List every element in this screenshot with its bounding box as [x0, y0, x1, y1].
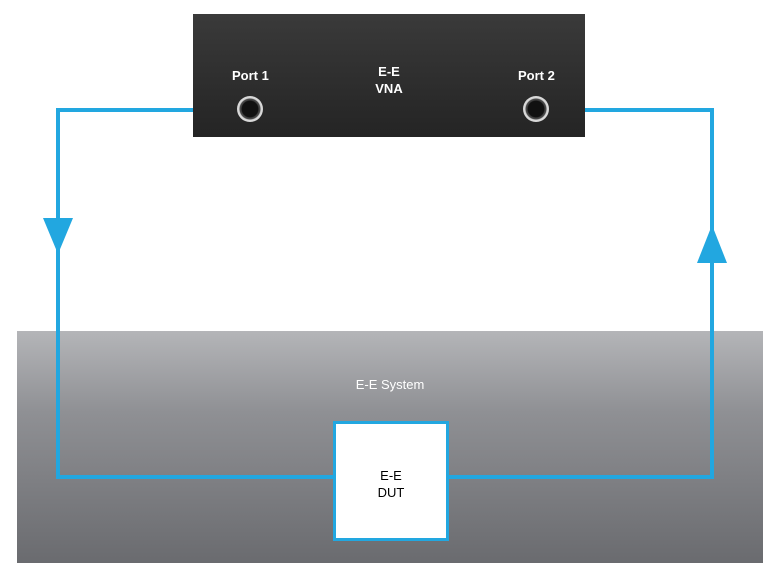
port1-to-dut-line [56, 108, 334, 479]
vna-label-line2: VNA [375, 81, 403, 96]
port-1-connector-icon [237, 96, 263, 122]
up-arrow-icon [697, 225, 727, 263]
dut-label: E-E DUT [336, 467, 446, 501]
vna-box: E-E VNA Port 1 Port 2 [193, 14, 585, 137]
vna-label: E-E VNA [193, 63, 585, 97]
port-2-connector-icon [523, 96, 549, 122]
dut-label-line1: E-E [380, 468, 402, 483]
port-1-label: Port 1 [232, 68, 269, 83]
port-2-label: Port 2 [518, 68, 555, 83]
dut-box: E-E DUT [333, 421, 449, 541]
vna-label-line1: E-E [378, 64, 400, 79]
dut-label-line2: DUT [377, 485, 405, 500]
down-arrow-icon [43, 218, 73, 254]
system-label: E-E System [355, 377, 425, 392]
dut-to-port2-line [445, 108, 714, 479]
